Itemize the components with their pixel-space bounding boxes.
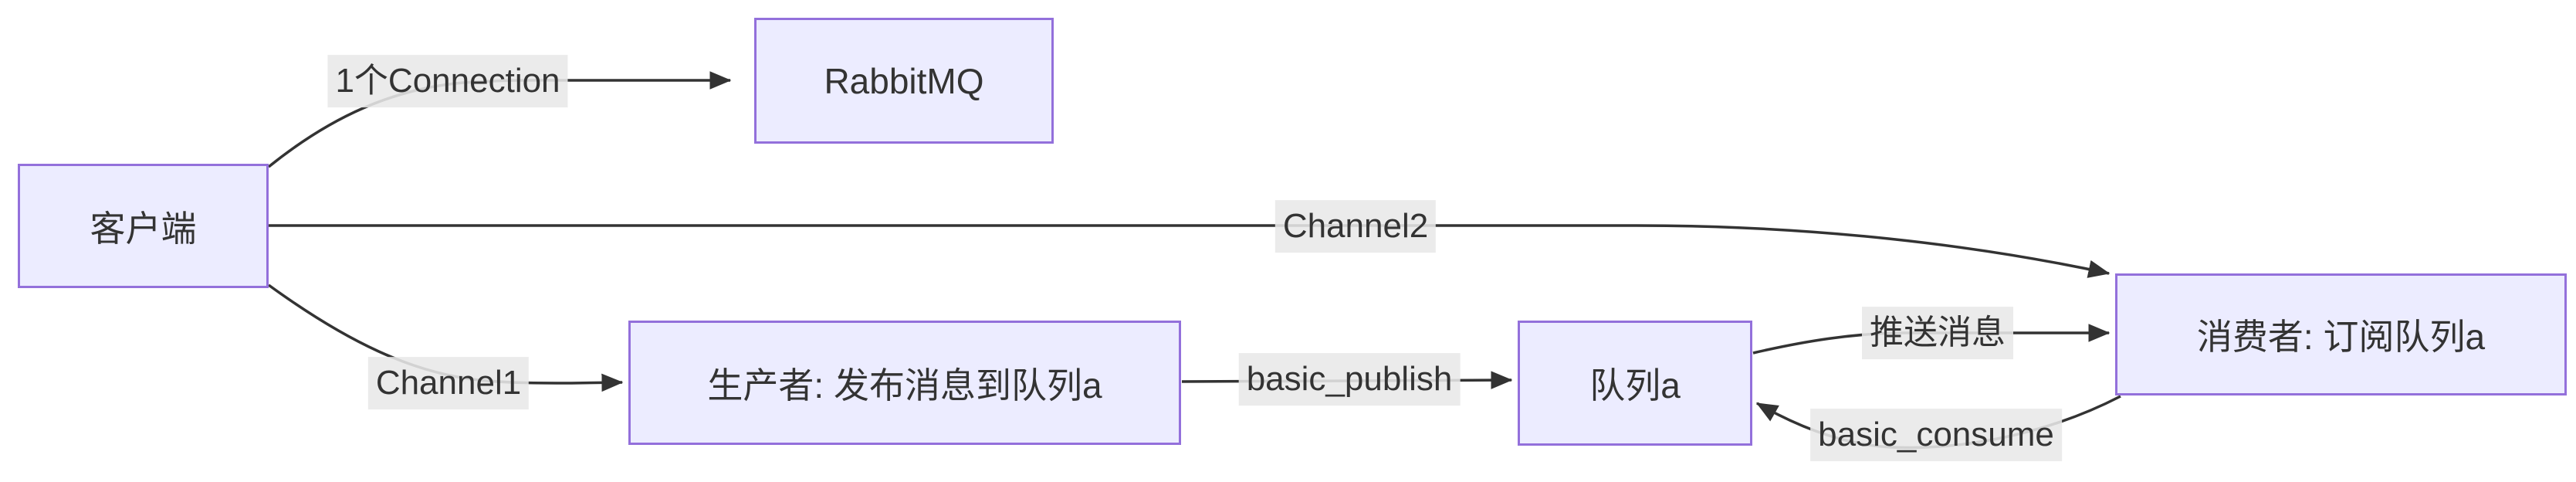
node-client: 客户端 — [18, 164, 269, 288]
edge-label-basic-consume: basic_consume — [1810, 409, 2062, 461]
node-consumer: 消费者: 订阅队列a — [2115, 273, 2567, 395]
node-producer-label: 生产者: 发布消息到队列a — [707, 365, 1102, 406]
edge-label-channel1: Channel1 — [367, 357, 530, 409]
edge-label-channel2: Channel2 — [1274, 200, 1437, 253]
node-rabbitmq-label: RabbitMQ — [824, 60, 984, 101]
node-rabbitmq: RabbitMQ — [754, 18, 1054, 144]
node-producer: 生产者: 发布消息到队列a — [628, 321, 1181, 445]
node-queue: 队列a — [1518, 321, 1752, 446]
edge-label-basic-publish: basic_publish — [1238, 353, 1461, 406]
edge-label-push-message: 推送消息 — [1862, 307, 2013, 359]
node-queue-label: 队列a — [1589, 365, 1681, 406]
edge-client-consumer-channel2 — [269, 224, 2111, 278]
node-client-label: 客户端 — [90, 208, 197, 249]
edge-label-connection: 1个Connection — [327, 55, 568, 107]
node-consumer-label: 消费者: 订阅队列a — [2196, 317, 2486, 357]
